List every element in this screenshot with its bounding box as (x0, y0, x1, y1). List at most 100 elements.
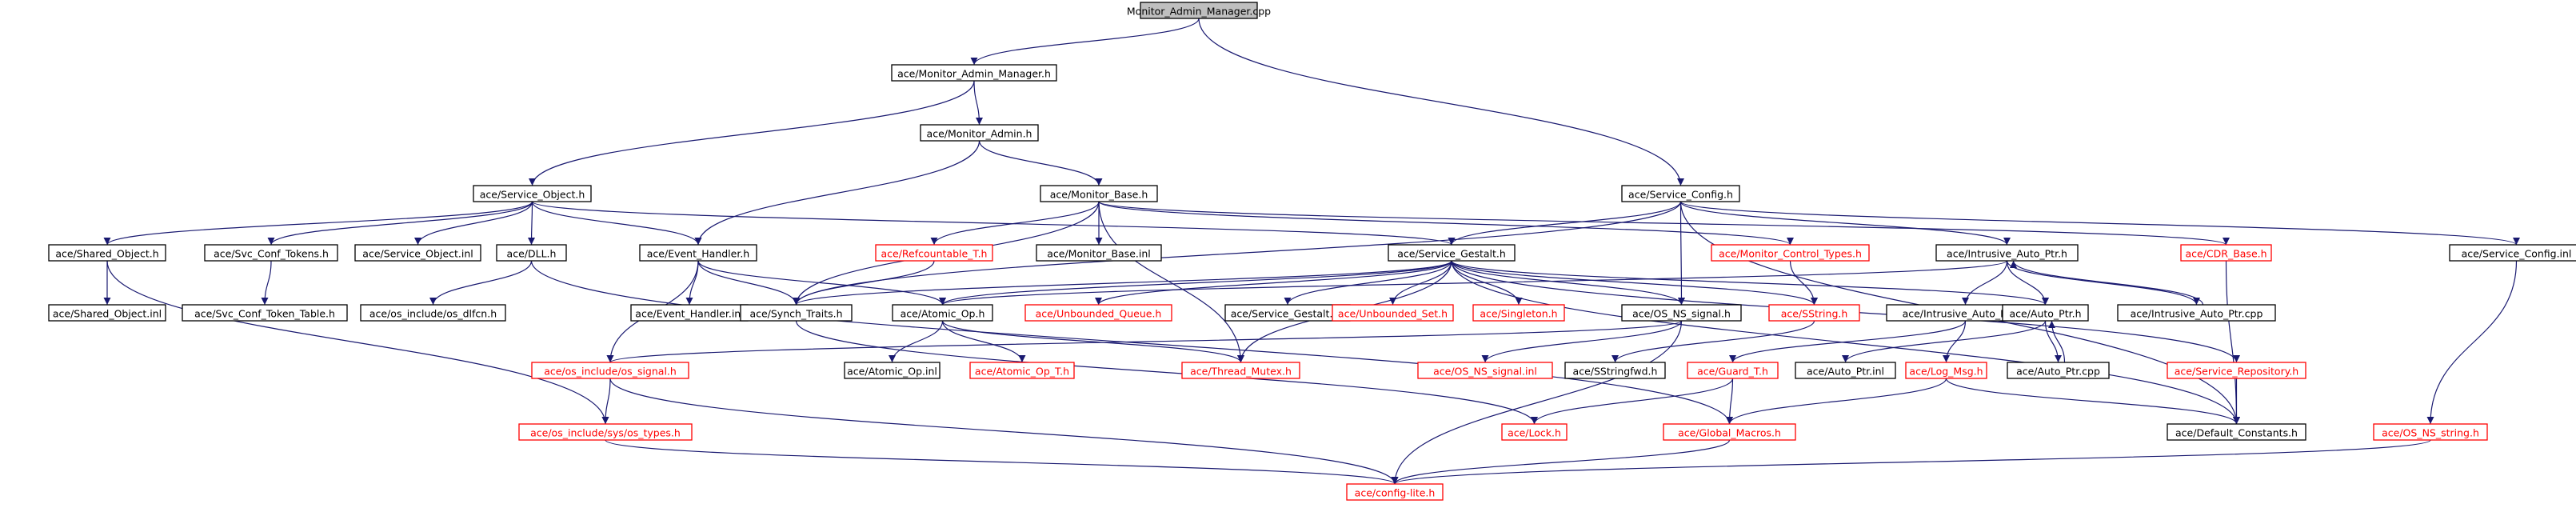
edge-osnssig-h-to-osnssig-inl (1481, 320, 1683, 363)
node-box (1417, 362, 1553, 379)
node-svcobj-h[interactable]: ace/Service_Object.h (473, 185, 592, 202)
node-svccfg-h[interactable]: ace/Service_Config.h (1621, 185, 1740, 202)
edge-ossig-h-to-ostypes-h (601, 378, 611, 425)
node-svcgestalt-inl[interactable]: ace/Service_Gestalt.inl (1224, 304, 1351, 322)
node-lock-h[interactable]: ace/Lock.h (1501, 423, 1568, 441)
edge-monbase-h-to-cdrbase-h (1098, 201, 2230, 246)
node-label: ace/Auto_Ptr.cpp (2016, 366, 2100, 378)
node-box (1935, 244, 2079, 262)
node-defconst-h[interactable]: ace/Default_Constants.h (2167, 423, 2306, 441)
node-label: ace/Singleton.h (1480, 308, 1557, 320)
node-box (1501, 423, 1568, 441)
edge-intrusive-cpp-to-intrusive-h (2010, 260, 2204, 306)
edge-dll-h-to-globmac-h (530, 260, 1733, 425)
node-svcrepo-h[interactable]: ace/Service_Repository.h (2167, 362, 2306, 379)
edge-logmsg-h-to-globmac-h (1726, 378, 1947, 425)
node-logmsg-h[interactable]: ace/Log_Msg.h (1905, 362, 1987, 379)
node-label: ace/Shared_Object.h (55, 248, 158, 260)
edge-svcgestalt-h-to-unbq-h (1095, 260, 1452, 306)
node-thmutex-h[interactable]: ace/Thread_Mutex.h (1181, 362, 1300, 379)
node-box (2373, 423, 2488, 441)
node-box (360, 304, 506, 322)
node-box (920, 124, 1039, 142)
node-evh-inl[interactable]: ace/Event_Handler.inl (630, 304, 749, 322)
node-autoptr-inl[interactable]: ace/Auto_Ptr.inl (1795, 362, 1896, 379)
node-label: ace/OS_NS_signal.inl (1433, 366, 1537, 378)
node-synch-h[interactable]: ace/Synch_Traits.h (740, 304, 853, 322)
node-atomic-t-h[interactable]: ace/Atomic_Op_T.h (969, 362, 1075, 379)
edge-monbase-h-to-monctl-h (1098, 201, 1794, 246)
node-unbq-h[interactable]: ace/Unbounded_Queue.h (1024, 304, 1172, 322)
node-label: ace/Service_Config.h (1628, 189, 1733, 201)
node-box (740, 304, 853, 322)
node-box (2449, 244, 2576, 262)
edge-sstring-h-to-sstringfwd-h (1611, 320, 1815, 363)
edge-svcconftok-h-to-svcconftt-h (261, 260, 272, 306)
node-svcconftok-h[interactable]: ace/Svc_Conf_Tokens.h (204, 244, 338, 262)
node-svcconftt-h[interactable]: ace/Svc_Conf_Token_Table.h (182, 304, 348, 322)
node-atomic-inl[interactable]: ace/Atomic_Op.inl (844, 362, 941, 379)
node-svcobj-inl[interactable]: ace/Service_Object.inl (354, 244, 481, 262)
node-label: ace/Atomic_Op.h (901, 308, 985, 320)
node-sstringfwd-h[interactable]: ace/SStringfwd.h (1564, 362, 1666, 379)
node-dll-h[interactable]: ace/DLL.h (496, 244, 567, 262)
node-box (639, 244, 757, 262)
edge-svcobj-h-to-svcconftok-h (267, 201, 533, 246)
node-osnsstr-h[interactable]: ace/OS_NS_string.h (2373, 423, 2488, 441)
node-monbase-inl[interactable]: ace/Monitor_Base.inl (1036, 244, 1162, 262)
node-ossig-h[interactable]: ace/os_include/os_signal.h (531, 362, 689, 379)
node-osdlfcn-h[interactable]: ace/os_include/os_dlfcn.h (360, 304, 506, 322)
node-intrusive-cpp[interactable]: ace/Intrusive_Auto_Ptr.cpp (2117, 304, 2276, 322)
edge-monbase-h-to-refcnt-h (930, 201, 1100, 246)
edge-autoptr-cpp-to-autoptr-h (2048, 320, 2066, 363)
node-autoptr-h[interactable]: ace/Auto_Ptr.h (2002, 304, 2089, 322)
node-box (1768, 304, 1860, 322)
node-unbset-h[interactable]: ace/Unbounded_Set.h (1332, 304, 1454, 322)
node-label: ace/Event_Handler.h (647, 248, 749, 260)
edge-ossig-h-to-cfglite-h (609, 378, 1399, 485)
node-monctl-h[interactable]: ace/Monitor_Control_Types.h (1711, 244, 1870, 262)
node-monbase-h[interactable]: ace/Monitor_Base.h (1040, 185, 1158, 202)
node-label: ace/Synch_Traits.h (749, 308, 842, 320)
node-evh-h[interactable]: ace/Event_Handler.h (639, 244, 757, 262)
node-shobj-h[interactable]: ace/Shared_Object.h (48, 244, 166, 262)
node-madmin-h[interactable]: ace/Monitor_Admin.h (920, 124, 1039, 142)
edge-svcobj-h-to-shobj-h (103, 201, 533, 246)
edge-svcobj-h-to-dll-h (528, 201, 536, 246)
node-osnssig-inl[interactable]: ace/OS_NS_signal.inl (1417, 362, 1553, 379)
node-label: ace/os_include/os_dlfcn.h (369, 308, 497, 320)
node-cfglite-h[interactable]: ace/config-lite.h (1346, 483, 1444, 501)
node-label: ace/Svc_Conf_Token_Table.h (194, 308, 335, 320)
node-atomic-h[interactable]: ace/Atomic_Op.h (892, 304, 993, 322)
node-refcnt-h[interactable]: ace/Refcountable_T.h (875, 244, 993, 262)
node-ostypes-h[interactable]: ace/os_include/sys/os_types.h (518, 423, 693, 441)
node-mam-h[interactable]: ace/Monitor_Admin_Manager.h (891, 64, 1057, 82)
node-intrusive-h[interactable]: ace/Intrusive_Auto_Ptr.h (1935, 244, 2079, 262)
edge-shobj-h-to-ostypes-h (106, 260, 609, 425)
node-label: ace/os_include/sys/os_types.h (530, 427, 681, 439)
node-osnssig-h[interactable]: ace/OS_NS_signal.h (1621, 304, 1742, 322)
edge-atomic-h-to-thmutex-h (941, 320, 1244, 363)
edge-monbase-h-to-thmutex-h (1098, 201, 1244, 363)
node-box (518, 423, 693, 441)
node-sstring-h[interactable]: ace/SString.h (1768, 304, 1860, 322)
node-singleton-h[interactable]: ace/Singleton.h (1472, 304, 1565, 322)
node-label: ace/CDR_Base.h (2185, 248, 2266, 260)
edge-svccfg-h-to-svccfg-inl (1679, 201, 2520, 246)
node-cdrbase-h[interactable]: ace/CDR_Base.h (2180, 244, 2272, 262)
node-box (1036, 244, 1162, 262)
node-autoptr-cpp[interactable]: ace/Auto_Ptr.cpp (2007, 362, 2110, 379)
node-box (2167, 362, 2306, 379)
node-shobj-inl[interactable]: ace/Shared_Object.inl (48, 304, 166, 322)
edge-osnsstr-h-to-cfglite-h (1391, 439, 2431, 485)
edge-svccfg-inl-to-osnsstr-h (2426, 260, 2518, 425)
edge-intrusive-inl-to-guard-h (1729, 320, 1967, 363)
node-box (1040, 185, 1158, 202)
node-svcgestalt-h[interactable]: ace/Service_Gestalt.h (1388, 244, 1516, 262)
edge-ostypes-h-to-cfglite-h (605, 439, 1399, 485)
node-guard-h[interactable]: ace/Guard_T.h (1687, 362, 1779, 379)
node-label: ace/Atomic_Op.inl (847, 366, 937, 378)
node-globmac-h[interactable]: ace/Global_Macros.h (1663, 423, 1796, 441)
node-svccfg-inl[interactable]: ace/Service_Config.inl (2449, 244, 2576, 262)
edge-svcgestalt-h-to-atomic-h (939, 260, 1452, 306)
